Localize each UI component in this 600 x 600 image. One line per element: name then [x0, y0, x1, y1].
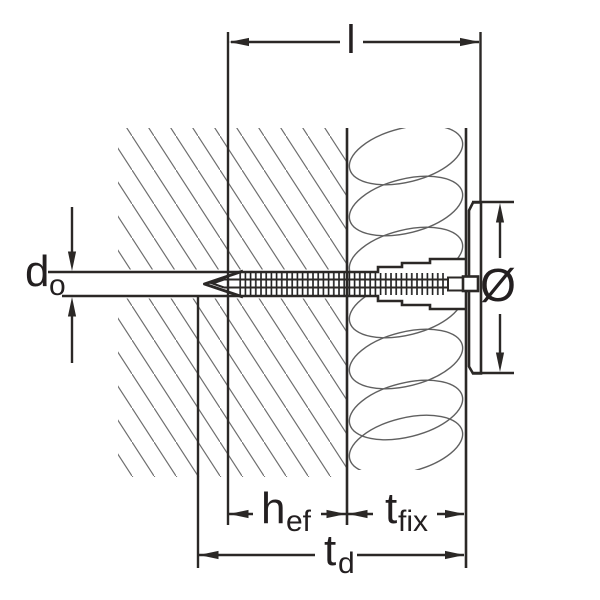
dim-label-l: l	[347, 18, 356, 62]
dim-label-hef-sub: ef	[286, 505, 312, 538]
dim-label-hef-main: h	[261, 484, 285, 533]
arrow-left-icon	[348, 509, 368, 519]
screw-tip	[203, 269, 244, 299]
dim-label-do-main: d	[25, 247, 49, 296]
arrow-right-icon	[460, 37, 480, 47]
dim-label-td-sub: d	[338, 547, 355, 580]
screw-threads	[239, 273, 447, 295]
arrow-right-icon	[326, 509, 346, 519]
dimension-td: t d	[196, 296, 465, 580]
arrow-up-icon	[67, 297, 77, 317]
screw-shank	[209, 278, 448, 289]
arrow-up-icon	[495, 203, 505, 223]
dimension-diameter: Ø	[472, 200, 516, 375]
arrow-down-icon	[67, 251, 77, 271]
arrow-left-icon	[199, 550, 219, 560]
arrow-left-icon	[229, 509, 249, 519]
dimension-l: l	[226, 18, 482, 525]
dim-label-tfix-main: t	[385, 484, 397, 533]
dim-label-diameter: Ø	[480, 259, 516, 311]
arrow-right-icon	[445, 550, 465, 560]
anchor-head-collar	[461, 275, 480, 293]
wall-hatch	[110, 128, 347, 477]
dim-label-do-sub: o	[49, 269, 66, 302]
arrow-down-icon	[495, 352, 505, 372]
dim-label-tfix-sub: fix	[398, 505, 428, 538]
dimension-do: d o	[25, 207, 77, 363]
dim-label-td-main: t	[324, 526, 336, 575]
arrow-right-icon	[445, 509, 465, 519]
dimension-hef: h ef	[229, 484, 346, 538]
dimension-tfix: t fix	[348, 484, 465, 538]
arrow-left-icon	[229, 37, 249, 47]
